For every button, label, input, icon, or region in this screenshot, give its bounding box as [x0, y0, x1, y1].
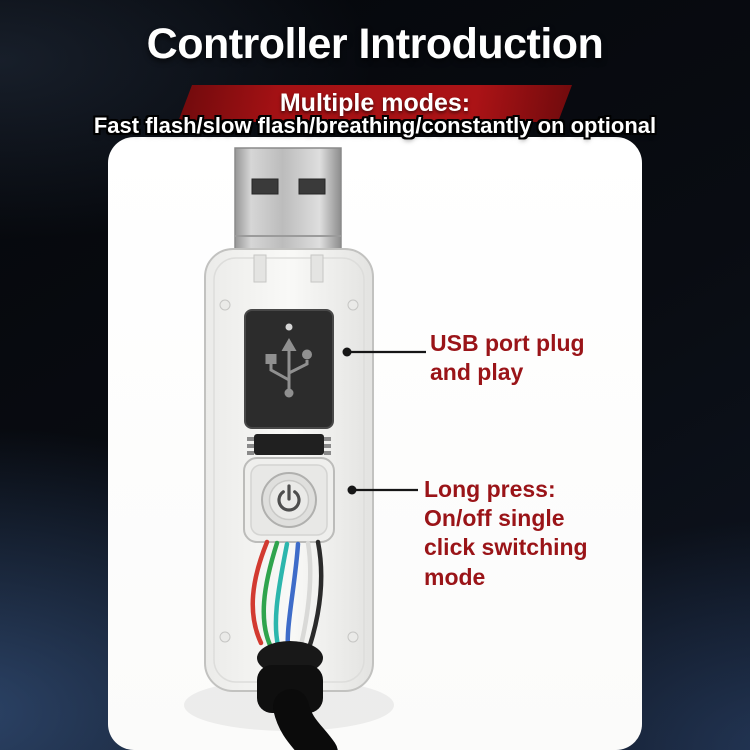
case-screw	[219, 631, 231, 643]
annotation-power-button: Long press: On/off single click switchin…	[424, 476, 588, 590]
usb-connector-slot	[298, 178, 326, 195]
led-indicator	[285, 323, 293, 331]
annotation-pointers	[342, 347, 426, 495]
wire-red	[250, 539, 270, 646]
cable	[257, 641, 338, 750]
modes-banner: Multiple modes:	[178, 85, 572, 122]
product-panel: USB port plug and play Long press: On/of…	[108, 137, 642, 750]
power-icon	[277, 484, 301, 512]
annotation-usb-port: USB port plug and play	[430, 330, 585, 386]
power-button	[243, 457, 335, 543]
modes-banner-subheading: Fast flash/slow flash/breathing/constant…	[93, 113, 657, 138]
case-screw	[347, 299, 359, 311]
page-title: Controller Introduction	[146, 20, 604, 68]
modes-banner-heading: Multiple modes:	[279, 89, 471, 117]
usb-connector	[234, 147, 342, 251]
usb-controller-illustration	[184, 147, 426, 750]
usb-icon	[265, 338, 312, 398]
wire-green	[261, 540, 280, 654]
case-screw	[347, 631, 359, 643]
case-screw	[219, 299, 231, 311]
chip	[247, 434, 331, 455]
pcb-window	[244, 309, 334, 429]
usb-connector-slot	[251, 178, 279, 195]
